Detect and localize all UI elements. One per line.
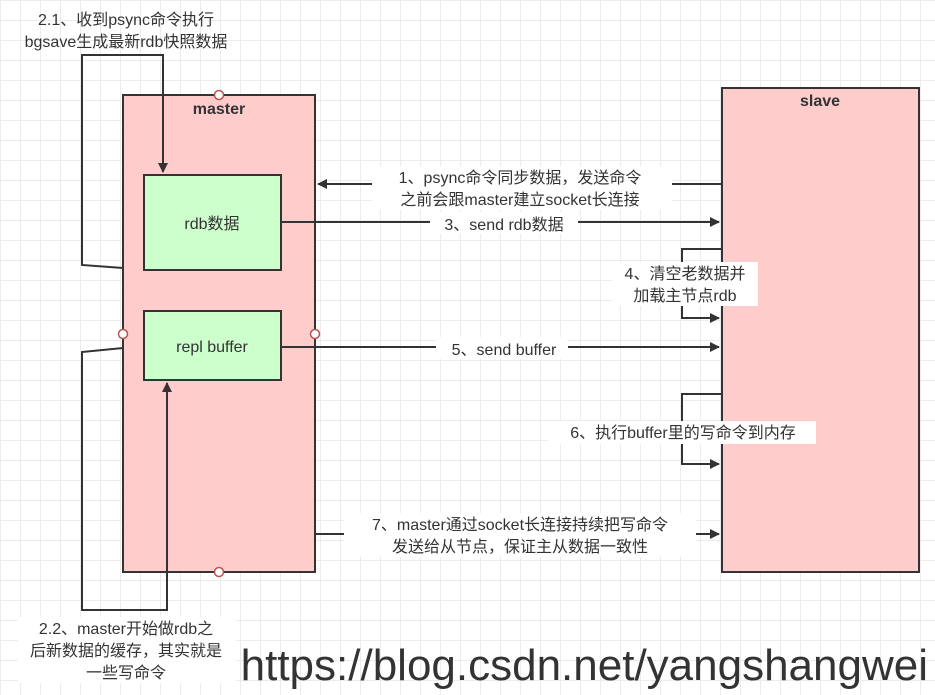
bgsave-note: 2.1、收到psync命令执行 xyxy=(38,11,214,29)
psync-label-2: 之前会跟master建立socket长连接 xyxy=(400,191,639,209)
repl-buffer-box: repl buffer xyxy=(143,310,282,381)
bgsave-loop-arrow xyxy=(81,54,168,269)
connection-point-right xyxy=(309,328,321,340)
sync-writes-label-2: 发送给从节点，保证主从数据一致性 xyxy=(392,538,648,556)
load-rdb-label: 4、清空老数据并 xyxy=(625,265,746,283)
execute-buffer-label: 6、执行buffer里的写命令到内存 xyxy=(570,424,796,442)
rdb-data-box: rdb数据 xyxy=(143,174,282,271)
watermark: https://blog.csdn.net/yangshangwei xyxy=(241,641,928,690)
master-title: master xyxy=(193,101,245,118)
load-rdb-label-2: 加载主节点rdb xyxy=(633,287,736,305)
connection-point-bottom xyxy=(213,566,225,578)
sync-writes-label: 7、master通过socket长连接持续把写命令 xyxy=(372,516,668,534)
rdb-data-label: rdb数据 xyxy=(184,215,239,233)
load-rdb-label-bg xyxy=(612,262,758,306)
send-buffer-label: 5、send buffer xyxy=(452,342,557,359)
send-buffer-label-bg xyxy=(436,337,568,359)
sync-writes-label-bg xyxy=(344,513,696,557)
bgsave-note-2: bgsave生成最新rdb快照数据 xyxy=(25,33,228,51)
execute-buffer-label-bg xyxy=(548,421,816,444)
psync-label-bg xyxy=(372,166,672,210)
connection-point-top xyxy=(213,89,225,101)
send-rdb-label-bg xyxy=(430,212,578,234)
send-rdb-label: 3、send rdb数据 xyxy=(444,216,563,234)
slave-title: slave xyxy=(800,93,840,110)
buffer-note-3: 一些写命令 xyxy=(86,664,166,682)
connection-point-left xyxy=(117,328,129,340)
buffer-note-bg xyxy=(18,617,236,683)
buffer-note: 2.2、master开始做rdb之 xyxy=(39,620,213,638)
buffer-note-2: 后新数据的缓存，其实就是 xyxy=(30,642,222,660)
repl-buffer-label: repl buffer xyxy=(176,339,248,356)
slave-node: slave xyxy=(721,87,920,573)
psync-label: 1、psync命令同步数据，发送命令 xyxy=(399,169,642,187)
buffer-loop-arrow xyxy=(81,347,172,611)
